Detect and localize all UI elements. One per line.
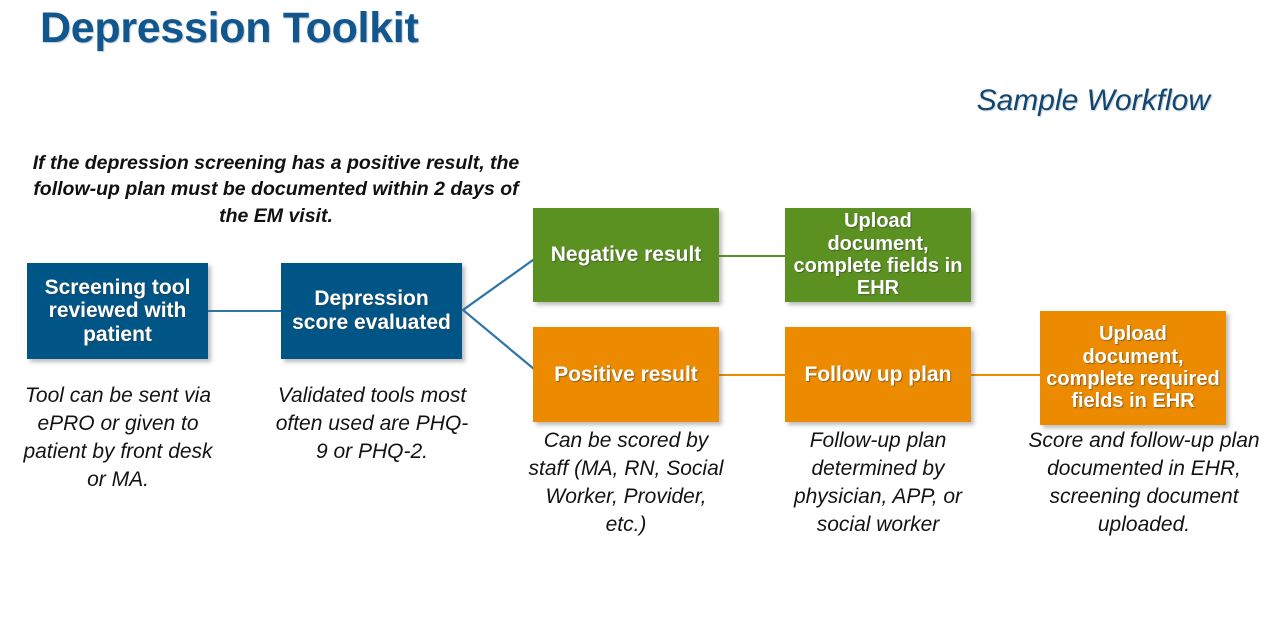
caption-follow-up-plan: Follow-up plan determined by physician, … bbox=[793, 429, 963, 536]
flow-box-label: Positive result bbox=[554, 362, 698, 386]
flow-box-label: Depression score evaluated bbox=[292, 287, 451, 334]
caption-screening-tool: Tool can be sent via ePRO or given to pa… bbox=[23, 384, 213, 491]
callout-note: If the depression screening has a positi… bbox=[32, 152, 520, 227]
flow-box-label: Negative result bbox=[550, 243, 702, 267]
connector-followup-to-upload bbox=[971, 374, 1041, 376]
flow-box-follow-up-plan[interactable]: Follow up plan bbox=[785, 327, 971, 422]
branch-connector-icon bbox=[461, 254, 541, 375]
connector-screening-to-score bbox=[208, 310, 282, 312]
flow-box-upload-document-negative[interactable]: Upload document, complete fields in EHR bbox=[785, 208, 971, 302]
flow-box-negative-result[interactable]: Negative result bbox=[533, 208, 719, 302]
flow-box-label: Upload document, complete required field… bbox=[1046, 323, 1220, 413]
flow-box-depression-score[interactable]: Depression score evaluated bbox=[281, 263, 462, 359]
flow-box-screening-tool[interactable]: Screening tool reviewed with patient bbox=[27, 263, 208, 359]
caption-upload-document-positive: Score and follow-up plan documented in E… bbox=[1028, 429, 1260, 536]
caption-positive-result: Can be scored by staff (MA, RN, Social W… bbox=[528, 429, 724, 536]
caption-depression-score: Validated tools most often used are PHQ-… bbox=[275, 384, 469, 463]
connector-negative-to-upload bbox=[719, 255, 786, 257]
connector-positive-to-followup bbox=[719, 374, 786, 376]
flow-box-upload-document-positive[interactable]: Upload document, complete required field… bbox=[1040, 311, 1226, 425]
flow-box-label: Screening tool reviewed with patient bbox=[44, 275, 191, 346]
workflow-subtitle: Sample Workflow bbox=[976, 84, 1210, 117]
flow-box-label: Upload document, complete fields in EHR bbox=[793, 210, 963, 300]
page-title: Depression Toolkit bbox=[40, 4, 419, 52]
flow-box-positive-result[interactable]: Positive result bbox=[533, 327, 719, 422]
flow-box-label: Follow up plan bbox=[804, 362, 952, 386]
